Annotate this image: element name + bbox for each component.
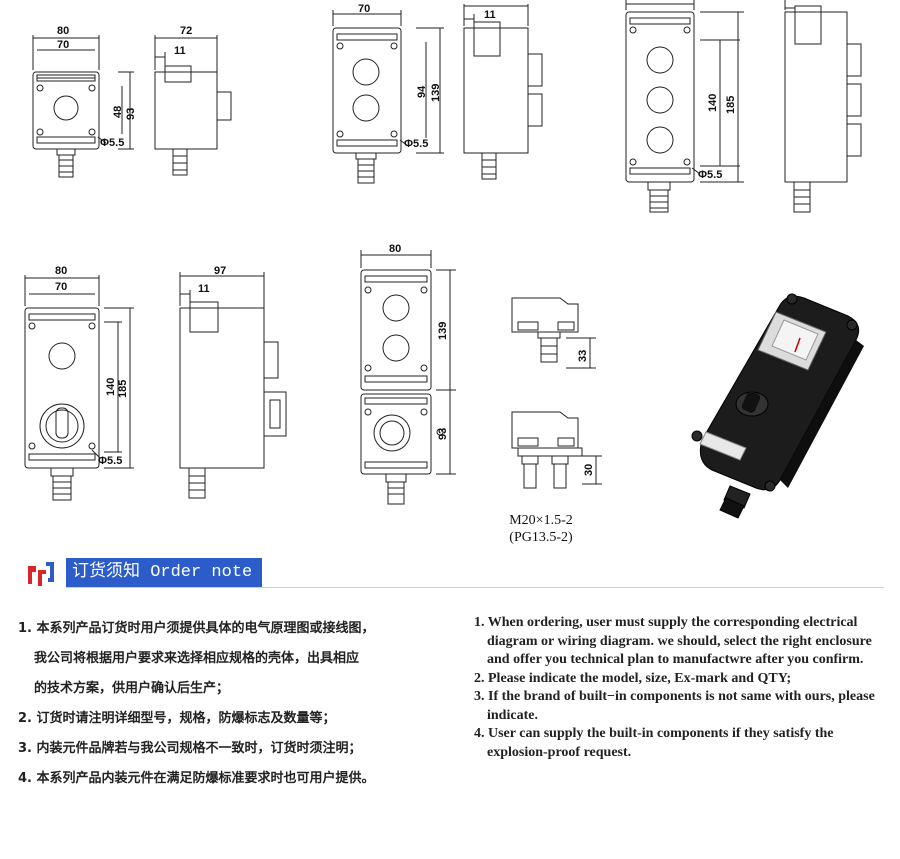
drawing-3-front [625,0,744,213]
dim-label: 70 [55,281,67,293]
note-cn-2: 2. 订货时请注明详细型号，规格，防爆标志及数量等； [18,711,336,726]
dimension-labels: 80 70 48 93 Φ5.5 72 11 70 94 139 Φ5.5 11… [55,3,737,476]
technical-drawings: 80 70 48 93 Φ5.5 72 11 70 94 139 Φ5.5 11… [24,0,864,519]
dim-label: 11 [198,283,210,295]
note-en-2: 2. Please indicate the model, size, Ex-m… [474,670,792,686]
dim-label: 72 [180,25,192,37]
drawing-2-front [332,10,444,184]
dim-label: 185 [725,96,737,114]
header-divider [66,587,884,588]
gland-caption-line2: (PG13.5-2) [509,530,573,545]
dim-label: 80 [389,243,401,255]
drawing-2-side [463,4,543,180]
note-cn-1: 1. 本系列产品订货时用户须提供具体的电气原理图或接线图， [18,621,375,636]
dim-label: 70 [358,3,370,15]
dim-label: 48 [112,106,124,118]
drawing-5-stack [360,250,456,505]
note-en-4: 4. User can supply the built-in componen… [474,726,834,760]
dim-label: 185 [117,380,129,398]
gland-drawing-1 [511,297,596,369]
dim-label: Φ5.5 [404,138,428,150]
note-cn-1-cont: 我公司将根据用户要求来选择相应规格的壳体，出具相应 [34,651,360,666]
dim-label: 30 [583,464,595,476]
dim-label: 33 [577,350,589,362]
product-photo [691,293,864,519]
dim-label: 139 [437,322,449,340]
dim-label: Φ5.5 [100,137,124,149]
dim-label: Φ5.5 [698,169,722,181]
dim-label: 93 [125,108,137,120]
drawings-svg: 80 70 48 93 Φ5.5 72 11 70 94 139 Φ5.5 11… [24,0,864,519]
dim-label: Φ5.5 [98,455,122,467]
dim-label: 94 [416,85,428,98]
dim-label: 11 [174,45,186,57]
notes-english: 1. When ordering, user must supply the c… [474,614,884,762]
dim-label: 140 [105,378,117,396]
dim-label: 139 [430,84,442,102]
brand-logo-icon [28,562,54,586]
dim-label: 93 [437,428,449,440]
dim-label: 70 [57,39,69,51]
note-en-3: 3. If the brand of built−in components i… [474,689,875,723]
gland-caption: M20×1.5-2 (PG13.5-2) [486,512,596,546]
gland-drawing-2 [511,411,602,489]
dim-label: 80 [57,25,69,37]
dim-label: 97 [214,265,226,277]
drawing-3-side [784,0,862,213]
note-cn-3: 3. 内装元件品牌若与我公司规格不一致时，订货时须注明； [18,741,362,756]
notes-chinese: 1. 本系列产品订货时用户须提供具体的电气原理图或接线图， 我公司将根据用户要求… [18,614,448,794]
drawing-1-side [154,35,232,176]
dim-label: 80 [55,265,67,277]
dim-label: 140 [707,94,719,112]
note-cn-1-cont: 的技术方案，供用户确认后生产； [34,681,230,696]
drawing-1-front [32,35,134,178]
gland-caption-line1: M20×1.5-2 [509,513,573,528]
note-en-1: 1. When ordering, user must supply the c… [474,615,872,667]
note-cn-4: 4. 本系列产品内装元件在满足防爆标准要求时也可用户提供。 [18,771,375,786]
drawing-4-side [179,272,287,499]
section-title: 订货须知 Order note [66,558,263,588]
dim-label: 11 [484,9,496,21]
drawing-4-front [24,275,134,501]
order-note-header: 订货须知 Order note [24,556,884,590]
